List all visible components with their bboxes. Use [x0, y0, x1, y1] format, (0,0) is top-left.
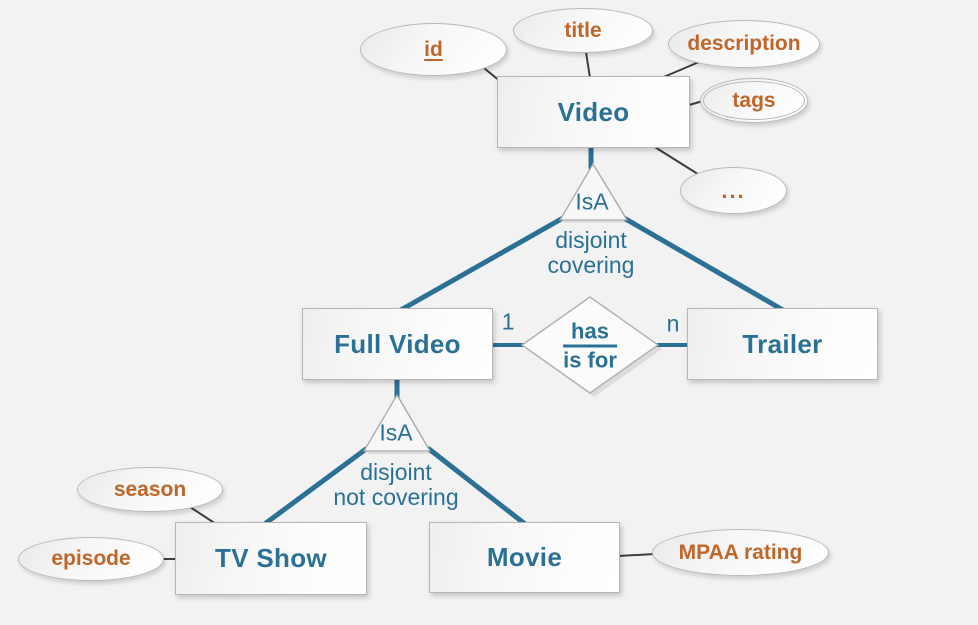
- attribute-more: ...: [680, 167, 787, 214]
- attribute-more-label: ...: [721, 177, 746, 203]
- attribute-tags: tags: [700, 78, 808, 123]
- entity-video-label: Video: [557, 96, 630, 127]
- attribute-description-label: description: [687, 32, 801, 55]
- entity-full-video-label: Full Video: [334, 328, 461, 359]
- attribute-episode-label: episode: [51, 547, 131, 570]
- line-isa2-movie: [426, 446, 528, 527]
- entity-tv-show-label: TV Show: [215, 543, 327, 573]
- entity-trailer-label: Trailer: [742, 328, 823, 359]
- line-isa2-tvshow: [263, 446, 369, 526]
- relationship-name-top: has: [563, 319, 617, 348]
- attribute-season-label: season: [113, 477, 187, 501]
- attribute-mpaa-rating-label: MPAA rating: [678, 540, 803, 564]
- line-isa1-fullvideo: [396, 215, 566, 314]
- entity-trailer: Trailer: [687, 308, 878, 380]
- isa1-triangle: [558, 162, 629, 221]
- relationship-name: has is for: [563, 319, 617, 373]
- hierarchy-connectors: [263, 143, 786, 527]
- attribute-title-label: title: [564, 18, 602, 42]
- attribute-season: season: [77, 467, 223, 512]
- attribute-title: title: [513, 8, 653, 53]
- attribute-episode: episode: [18, 537, 164, 581]
- connector-season-tvshow: [186, 504, 217, 525]
- relationship-name-bottom: is for: [563, 347, 617, 373]
- attribute-mpaa-rating: MPAA rating: [652, 529, 829, 576]
- connector-title-video: [585, 51, 591, 79]
- cardinality-right: n: [666, 310, 680, 337]
- isa2-constraint-line2: not covering: [333, 484, 459, 510]
- isa2-constraint: disjoint not covering: [333, 460, 458, 510]
- isa2-constraint-line1: disjoint: [360, 459, 432, 485]
- isa1-constraint: disjoint covering: [548, 228, 635, 278]
- connector-more-video: [649, 143, 702, 177]
- entity-full-video: Full Video: [302, 308, 493, 380]
- attribute-id: id: [360, 23, 507, 76]
- isa2-triangle: [362, 393, 432, 452]
- attribute-id-label: id: [424, 37, 443, 61]
- isa1-label: IsA: [575, 188, 609, 215]
- attribute-description: description: [668, 20, 820, 68]
- entity-video: Video: [497, 76, 690, 148]
- isa1-constraint-line1: disjoint: [555, 227, 627, 253]
- attribute-tags-label: tags: [732, 88, 776, 112]
- entity-tv-show: TV Show: [175, 522, 367, 595]
- entity-movie: Movie: [429, 522, 620, 593]
- line-isa1-trailer: [621, 215, 786, 313]
- cardinality-left: 1: [501, 308, 515, 335]
- isa2-label: IsA: [379, 419, 413, 446]
- isa1-constraint-line2: covering: [547, 252, 635, 278]
- entity-movie-label: Movie: [486, 542, 563, 572]
- connector-movie-mpaa: [617, 553, 656, 557]
